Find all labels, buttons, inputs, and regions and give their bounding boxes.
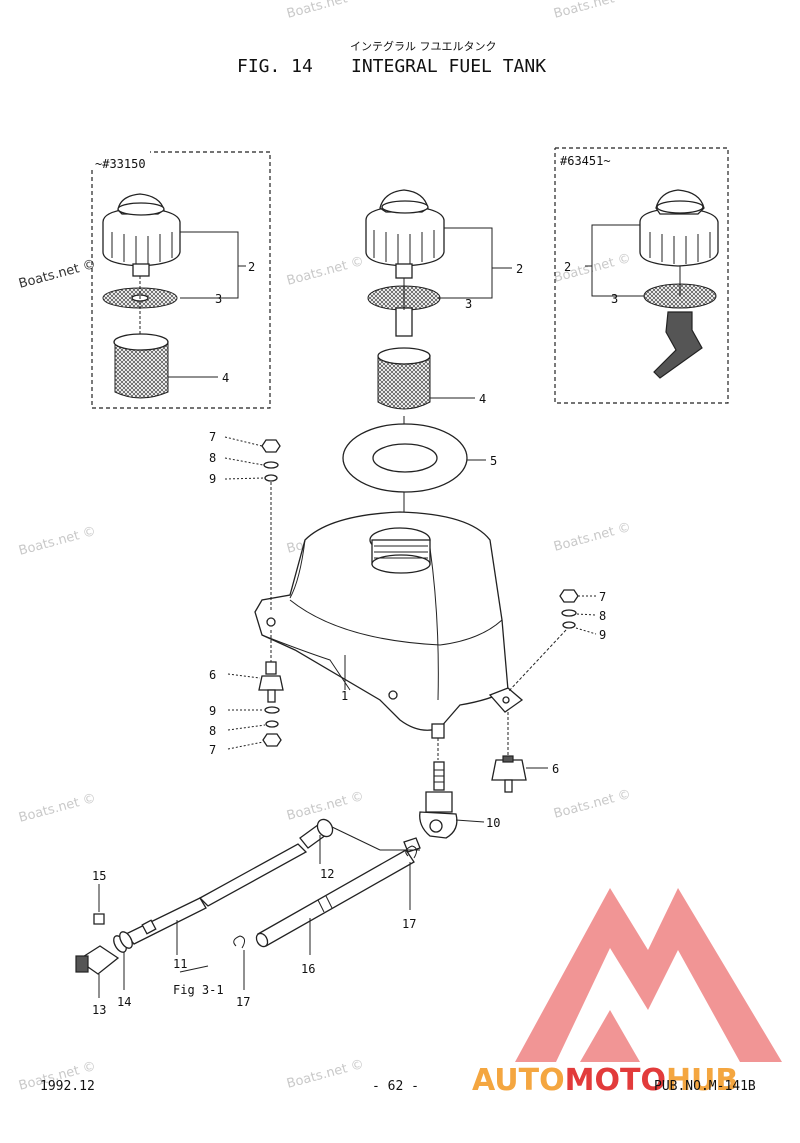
filter-bracket [653,311,703,379]
right-variant-code: #63451~ [560,154,611,168]
logo-hub-part: HUB [666,1063,738,1098]
figure-title: INTEGRAL FUEL TANK [351,56,546,77]
callout-3: 3 [611,292,618,306]
callout-17: 17 [402,917,416,931]
logo-auto-part: AUTO [472,1063,565,1098]
callout-9: 9 [209,472,216,486]
callout-15: 15 [92,869,106,883]
callout-12: 12 [320,867,334,881]
callout-8: 8 [209,451,216,465]
callout-9: 9 [209,704,216,718]
callout-6: 6 [209,668,216,682]
callout-16: 16 [301,962,315,976]
callout-7: 7 [599,590,606,604]
footer-page-number: - 62 - [372,1079,419,1094]
watermark: Boats.net © [552,0,632,22]
left-variant-box: ~#33150 2 3 4 [91,151,271,409]
watermark: Boats.net © [17,791,97,826]
callout-2: 2 [248,260,255,274]
fuel-filter-strainer [377,347,431,410]
watermark: Boats.net © [285,254,365,289]
left-lower-fasteners: 6 9 8 7 [209,630,284,757]
callout-1: 1 [341,689,348,703]
watermark: Boats.net © [285,1057,365,1092]
callout-7: 7 [209,743,216,757]
footer-date: 1992.12 [40,1079,95,1094]
fuel-cap [639,189,719,267]
callout-10: 10 [486,816,500,830]
right-damper: 6 [491,712,559,793]
callout-9: 9 [599,628,606,642]
footer-pub-number: PUB.NO.M-141B [654,1079,756,1094]
automotohub-logo: AUTOMOTOHUB [472,888,782,1098]
callout-3: 3 [215,292,222,306]
watermark: Boats.net © [17,257,97,292]
callout-2: 2 [564,260,571,274]
fuel-filter-strainer [113,333,169,399]
callout-6: 6 [552,762,559,776]
callout-2: 2 [516,262,523,276]
callout-13: 13 [92,1003,106,1017]
callout-17: 17 [236,995,250,1009]
callout-8: 8 [599,609,606,623]
callout-4: 4 [222,371,229,385]
tank-seal-ring [342,423,468,493]
right-fasteners: 7 8 9 [507,589,606,693]
fig-ref: Fig 3-1 [173,983,224,997]
left-variant-code: ~#33150 [95,157,146,171]
watermark: Boats.net © [552,520,632,555]
callout-3: 3 [465,297,472,311]
logo-moto-part: MOTO [565,1063,666,1098]
callout-14: 14 [117,995,131,1009]
japanese-title: インテグラル フユエルタンク [350,39,497,53]
left-upper-fasteners: 7 8 9 [209,430,281,612]
watermark: Boats.net © [285,0,365,22]
logo-wordmark: AUTOMOTOHUB [472,1063,738,1098]
fuel-connector: 15 13 14 [75,869,133,1017]
right-variant-box: #63451~ 2 3 [554,147,729,404]
callout-4: 4 [479,392,486,406]
callout-8: 8 [209,724,216,738]
callout-5: 5 [490,454,497,468]
center-cap-assembly: 2 3 4 5 [342,189,523,530]
fuel-hose: 12 11 Fig 3-1 16 17 17 [124,818,418,1009]
fuel-tank: 1 [254,511,524,739]
watermark: Boats.net © [552,787,632,822]
callout-7: 7 [209,430,216,444]
watermark: Boats.net © [285,789,365,824]
watermark: Boats.net © [17,524,97,559]
callout-11: 11 [173,957,187,971]
fuel-cap [102,193,181,277]
figure-label: FIG. 14 [237,56,313,77]
